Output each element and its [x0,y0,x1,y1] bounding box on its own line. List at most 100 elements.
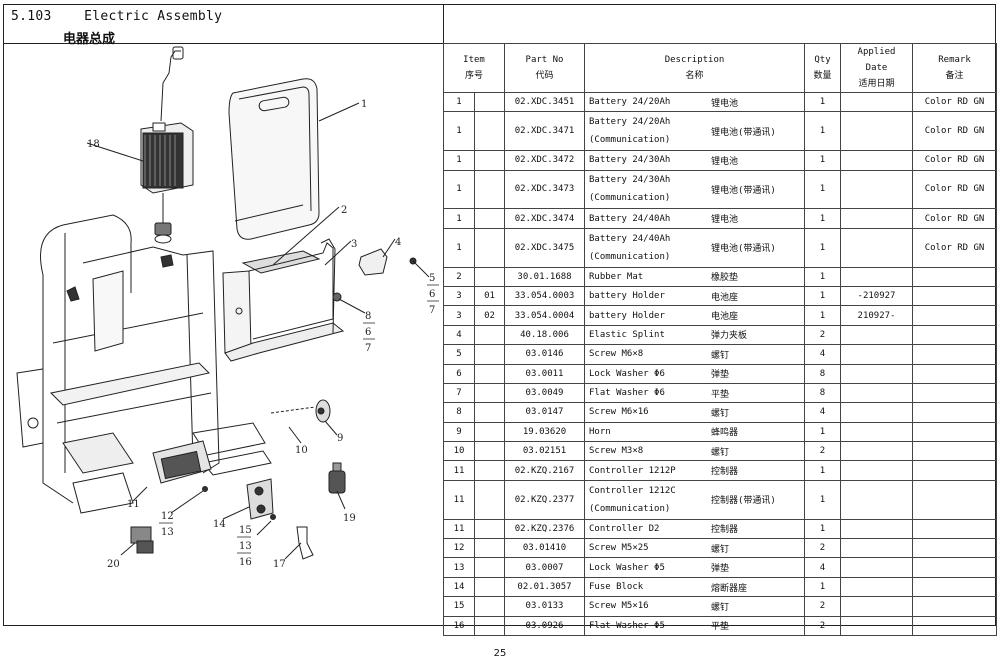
desc-cn: 锂电池 [711,215,739,226]
cell-qty: 4 [804,344,841,365]
cell-sub [474,169,505,210]
cell-applied-date [840,421,913,443]
cell-part-no: 02.KZQ.2167 [504,460,585,481]
cell-remark [912,266,997,287]
cell-applied-date [840,266,913,287]
charger-cable [160,50,181,122]
cell-applied-date [840,324,913,346]
desc-cn: 螺钉 [711,350,730,361]
desc-en-2: (Communication) [589,193,671,204]
cell-remark: Color RD GN [912,150,997,171]
desc-cn: 平垫 [711,389,730,400]
desc-en: Battery 24/40Ah [589,233,671,244]
cell-qty: 1 [804,91,841,113]
desc-en: battery Holder [589,310,665,321]
connector-part [130,526,154,554]
cell-qty: 1 [804,421,841,443]
desc-en: Controller 1212P [589,465,676,476]
cell-sub [474,324,505,346]
cell-item: 11 [443,518,475,540]
callout-6b: 6 [365,327,371,338]
cell-sub [474,402,505,423]
cell-qty: 2 [804,441,841,462]
cell-applied-date [840,169,913,210]
cell-qty: 8 [804,382,841,404]
cell-remark [912,305,997,326]
cell-remark [912,460,997,481]
cell-applied-date [840,208,913,229]
cell-item: 11 [443,479,475,520]
callout-underlines [159,284,439,554]
desc-en: Screw M3×8 [589,446,644,457]
cell-applied-date: 210927- [840,305,913,326]
cell-sub [474,91,505,113]
desc-cn: 螺钉 [711,408,730,419]
cell-remark [912,344,997,365]
cell-item: 2 [443,266,475,287]
cell-applied-date [840,363,913,384]
cell-item: 3 [443,285,475,307]
desc-cn: 弹力夹板 [711,331,748,342]
cell-applied-date [840,227,913,268]
cell-description: Controller 1212P 控制器 [584,460,805,481]
cell-qty: 1 [804,266,841,287]
cell-item: 15 [443,596,475,617]
cell-part-no: 02.XDC.3472 [504,150,585,171]
callout-13: 13 [161,527,174,538]
callout-15: 15 [239,525,252,536]
cell-qty: 4 [804,557,841,578]
cell-item: 1 [443,150,475,171]
cell-applied-date [840,460,913,481]
callout-6: 6 [429,289,435,300]
cell-part-no: 03.0133 [504,596,585,617]
cell-item: 8 [443,402,475,423]
desc-cn: 熔断器座 [711,583,748,594]
callout-19: 19 [343,513,356,524]
cell-item: 3 [443,305,475,326]
desc-cn: 锂电池 [711,156,739,167]
elastic-splint-part [358,248,388,276]
cell-item: 7 [443,382,475,404]
cell-item: 12 [443,538,475,559]
cell-sub [474,227,505,268]
desc-en: Fuse Block [589,582,644,593]
section-header: 5.103 Electric Assembly 电器总成 [3,4,444,47]
cell-applied-date [840,402,913,423]
cell-applied-date [840,615,913,637]
desc-cn: 控制器 [711,467,739,478]
cell-qty: 1 [804,518,841,540]
callout-5: 5 [429,273,435,284]
cell-applied-date [840,344,913,365]
desc-cn: 电池座 [711,292,739,303]
cell-applied-date [840,538,913,559]
cell-remark [912,421,997,443]
cell-part-no: 02.KZQ.2376 [504,518,585,540]
header-blank-cell [443,4,996,44]
cell-applied-date [840,557,913,578]
cell-part-no: 03.0049 [504,382,585,404]
cell-part-no: 33.054.0003 [504,285,585,307]
cell-part-no: 03.0011 [504,363,585,384]
callout-labels: 1 2 3 4 5 6 7 8 6 7 9 10 11 12 13 14 15 … [87,99,435,570]
section-title-cn: 电器总成 [63,32,116,47]
callout-11: 11 [127,499,140,510]
cell-applied-date [840,441,913,462]
cell-applied-date [840,382,913,404]
